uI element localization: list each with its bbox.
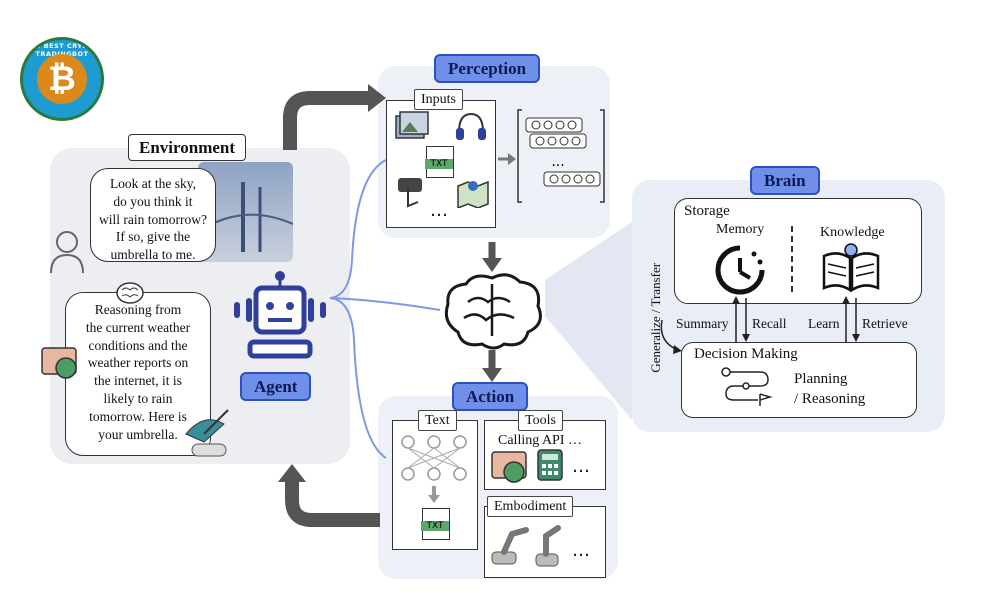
storage-box <box>674 198 922 304</box>
reasoning-label: / Reasoning <box>794 391 866 407</box>
agent-line-4: weather reports on <box>87 355 189 371</box>
agent-brain-link <box>329 297 441 311</box>
crypto-logo: THE BEST CRYPTO TRADINGBOT ₿ <box>20 37 104 121</box>
learn-label: Learn <box>808 316 840 331</box>
text-action-label: Text <box>418 410 457 432</box>
txt-input-label: TXT <box>425 159 453 169</box>
knowledge-label: Knowledge <box>820 225 885 240</box>
agent-line-5: the internet, it is <box>94 373 182 389</box>
umbrella-icon <box>185 409 229 457</box>
human-line-5: umbrella to me. <box>110 247 196 263</box>
text-down-arrow <box>428 486 440 503</box>
memory-label: Memory <box>716 222 765 237</box>
human-line-3: will rain tomorrow? <box>99 211 207 227</box>
generalize-arrow <box>660 319 682 354</box>
storage-label: Storage <box>684 203 730 219</box>
map-input-icon <box>457 180 489 208</box>
recall-label: Recall <box>752 316 787 331</box>
agent-label: Agent <box>240 372 312 401</box>
human-line-2: do you think it <box>113 193 193 209</box>
embodiment-ellipsis: … <box>572 540 593 561</box>
inputs-label: Inputs <box>414 89 463 111</box>
txt-output-icon: TXT <box>421 508 450 540</box>
central-brain-icon <box>444 273 542 350</box>
action-title: Action <box>452 382 529 411</box>
agent-line-8: your umbrella. <box>98 426 178 442</box>
agent-speech-bubble: Reasoning from the current weather condi… <box>65 292 211 456</box>
neural-network-icon <box>401 435 467 481</box>
knowledge-book-icon <box>822 243 880 293</box>
agent-line-6: likely to rain <box>103 391 173 407</box>
agent-line-1: Reasoning from <box>94 302 182 317</box>
input-to-embedding-arrow <box>498 153 516 165</box>
tools-label: Tools <box>518 410 563 432</box>
planning-label: Planning <box>794 371 848 387</box>
agent-line-7: tomorrow. Here is <box>89 408 187 424</box>
svg-text:...: ... <box>551 154 564 170</box>
agent-line-3: conditions and the <box>88 337 188 353</box>
bitcoin-icon: ₿ <box>37 54 87 104</box>
web-browser-icon <box>41 347 77 379</box>
memory-clock-icon <box>715 245 765 295</box>
env-to-perception-arrow <box>283 91 372 150</box>
action-to-env-arrow <box>285 478 380 527</box>
robot-arm-icon <box>491 525 561 567</box>
perception-title: Perception <box>434 54 541 83</box>
human-line-1: Look at the sky, <box>109 176 197 191</box>
web-tool-icon <box>491 451 527 483</box>
agent-action-link <box>329 297 387 459</box>
embodiment-label: Embodiment <box>487 496 574 518</box>
image-input-icon <box>395 111 429 139</box>
calculator-icon <box>537 449 563 481</box>
headphones-icon <box>456 112 486 140</box>
inputs-ellipsis: … <box>430 200 451 221</box>
retrieve-label: Retrieve <box>862 316 908 331</box>
embedding-vectors: ... <box>517 109 605 203</box>
txt-output-label: TXT <box>421 521 449 531</box>
brain-zoom-cone <box>545 222 632 420</box>
summary-label: Summary <box>676 316 729 331</box>
human-icon <box>50 231 84 274</box>
storage-divider <box>791 226 793 296</box>
tools-ellipsis: … <box>572 456 593 477</box>
calling-api-label: Calling API … <box>498 433 583 448</box>
environment-title: Environment <box>128 134 247 161</box>
storage-decision-arrows <box>732 296 860 342</box>
small-brain-icon <box>116 282 144 304</box>
touch-input-icon <box>398 178 422 208</box>
brain-title: Brain <box>750 166 820 195</box>
human-speech-bubble: Look at the sky, do you think it will ra… <box>90 168 216 262</box>
agent-line-2: the current weather <box>85 319 191 335</box>
human-line-4: If so, give the <box>115 229 191 245</box>
agent-perception-link <box>329 159 387 299</box>
robot-agent-icon <box>234 271 326 359</box>
decision-box <box>681 342 917 418</box>
planning-flow-icon <box>721 367 773 406</box>
txt-input-icon: TXT <box>425 146 454 178</box>
decision-label: Decision Making <box>694 346 798 362</box>
